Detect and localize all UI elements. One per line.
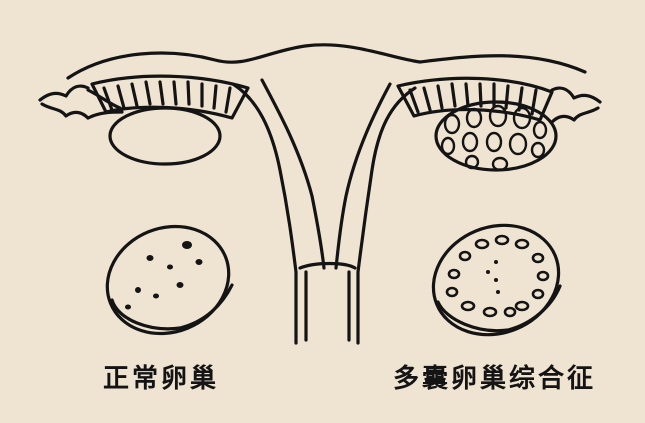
right-fimbria — [550, 86, 602, 124]
pcos-ovary-section — [431, 223, 562, 337]
right-ovary-top — [396, 76, 558, 172]
bottom-cysts — [445, 234, 550, 318]
left-fimbria — [38, 84, 124, 120]
label-pcos: 多囊卵巢综合征 — [393, 364, 597, 394]
normal-ovary-section — [105, 224, 234, 336]
uterus-outline — [66, 43, 587, 345]
label-normal-ovary: 正常卵巢 — [103, 364, 220, 394]
left-ovary-top — [90, 74, 250, 166]
top-cysts — [440, 104, 548, 172]
